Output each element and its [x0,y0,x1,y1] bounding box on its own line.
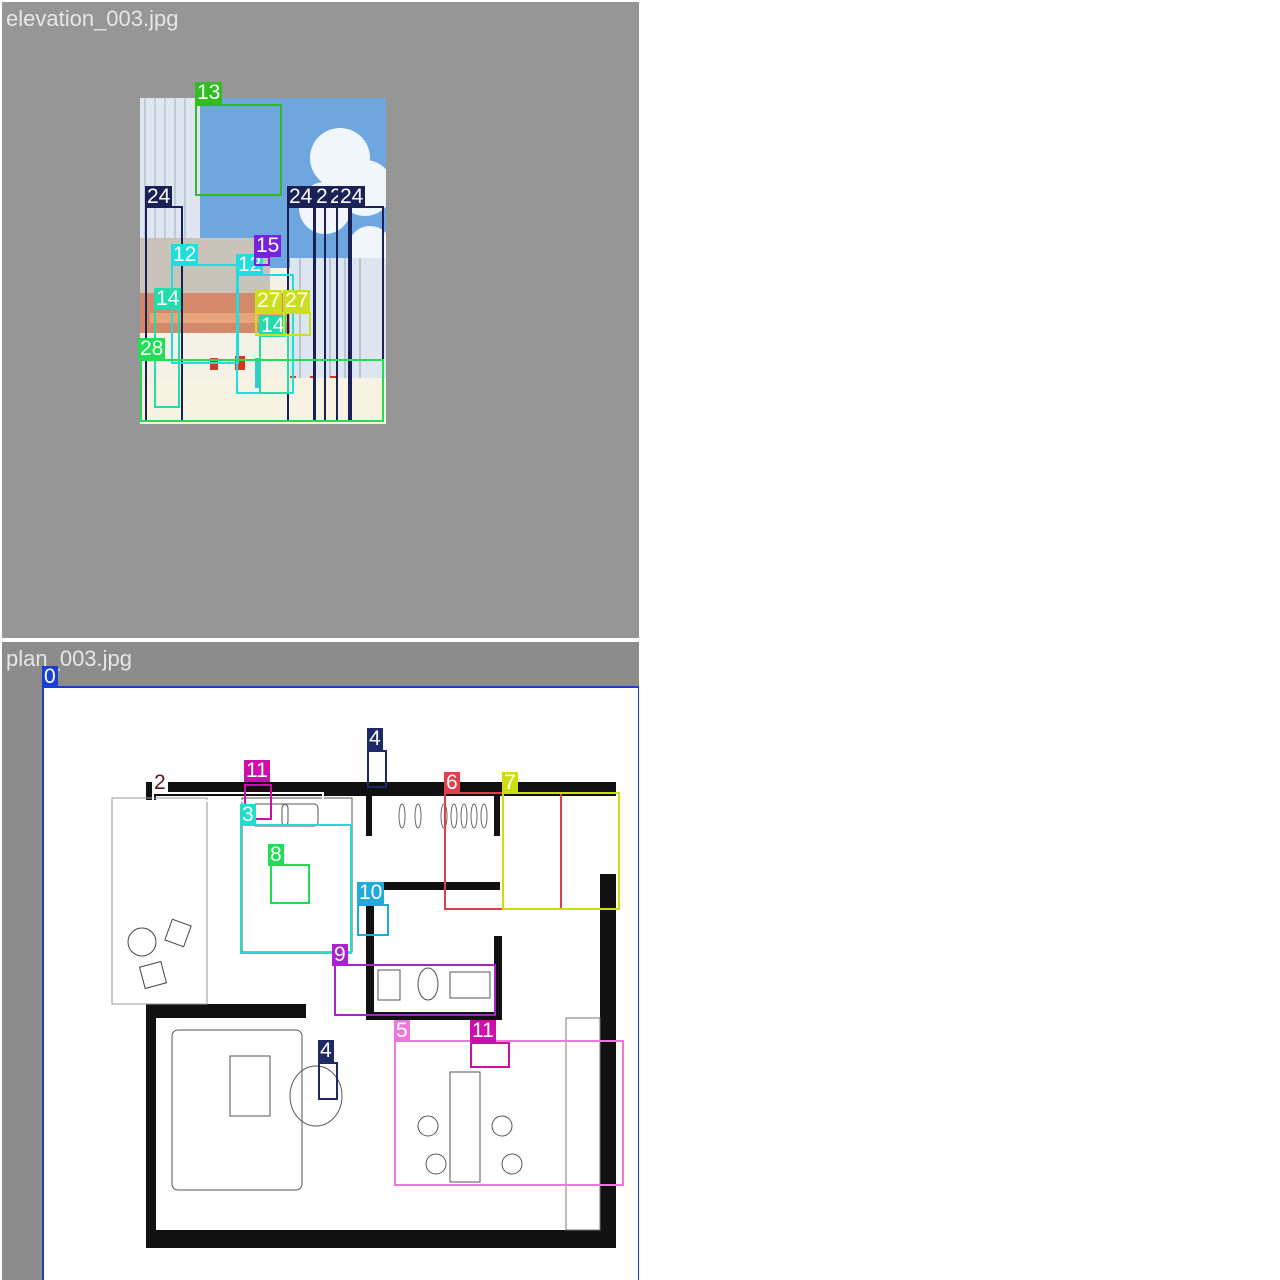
detection-label: 15 [254,234,282,257]
detection-label: 2 [152,771,168,794]
detection-box [502,792,620,910]
detection-box [470,1042,510,1068]
elevation-panel: elevation_003.jpg [2,2,639,638]
detection-label: 9 [332,943,348,966]
detection-box [195,104,282,196]
detection-label: 14 [154,287,182,310]
detection-label: 3 [240,803,256,826]
detection-label: 4 [318,1039,334,1062]
detection-label: 11 [470,1019,496,1042]
detection-box [270,864,310,904]
detection-label: 0 [42,665,58,688]
detection-label: 27 [255,289,283,312]
detection-label: 11 [244,759,270,782]
detection-box [152,792,324,802]
detection-label: 13 [195,81,223,104]
detection-label: 10 [357,881,385,904]
detection-box [171,264,239,364]
detection-label: 7 [502,771,518,794]
detection-box [394,1040,624,1186]
detection-box [318,1062,338,1100]
detection-box [42,686,639,1280]
detection-label: 28 [138,337,166,360]
detection-box [254,256,270,266]
detection-label: 5 [394,1019,410,1042]
detection-box [334,964,496,1016]
detection-label: 8 [268,843,284,866]
detection-label: 14 [259,314,287,337]
detection-box [283,312,311,336]
plan-filename: plan_003.jpg [6,646,133,671]
detection-box [244,784,272,820]
detection-box [357,904,389,936]
detection-box [367,750,387,788]
detection-label: 24 [287,185,315,208]
detection-label: 4 [367,727,383,750]
detection-label: 12 [171,243,199,266]
detection-box [240,824,352,954]
detection-label: 24 [145,185,173,208]
detection-label: 27 [283,289,311,312]
plan-panel: plan_003.jpg [2,642,639,1280]
elevation-filename: elevation_003.jpg [6,6,179,31]
detection-label: 6 [444,771,460,794]
detection-box [140,359,384,422]
detection-box [255,312,285,336]
detection-label: 24 [338,185,366,208]
